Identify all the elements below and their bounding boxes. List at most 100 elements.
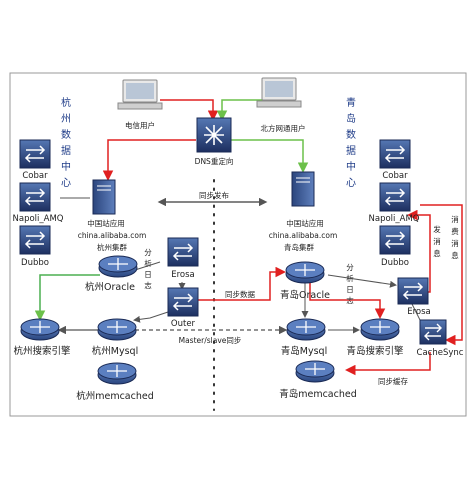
- sync-data-label: 同步数据: [225, 289, 255, 299]
- analysis-log-char: 志: [144, 280, 152, 290]
- line-hz-oracle-erosa: [134, 261, 161, 271]
- consume-message-char: 消: [451, 214, 459, 224]
- north-user-pc: [256, 77, 302, 108]
- qd-mysql-label: 青岛Mysql: [281, 345, 327, 357]
- hz-site-app-label: 中国站应用: [87, 218, 125, 228]
- hz-analysis-log: 分 析 日 志: [144, 248, 152, 290]
- analysis-log-char: 分: [346, 263, 354, 272]
- send-message-char: 消: [433, 236, 441, 246]
- line-telecom-dns: [160, 99, 219, 121]
- telecom-user-pc: [117, 79, 163, 110]
- hz-search-router-icon: [20, 318, 60, 341]
- qd-title-char: 青: [346, 96, 356, 109]
- qd-dubbo-switch-icon: [379, 225, 411, 255]
- qd-cluster-label: 青岛集群: [284, 242, 314, 252]
- qd-memcached-label: 青岛memcached: [279, 388, 357, 400]
- diagram-frame: [9, 72, 467, 417]
- qd-title-char: 岛: [346, 112, 356, 125]
- connection-lines: [34, 99, 463, 411]
- hz-memcached-router-icon: [97, 362, 137, 385]
- hz-mysql-label: 杭州Mysql: [92, 345, 138, 357]
- erosa-right-label: Erosa: [407, 307, 431, 317]
- qd-oracle-label: 青岛Oracle: [280, 289, 330, 301]
- analysis-log-char: 分: [144, 248, 152, 257]
- north-user-label: 北方网通用户: [261, 123, 306, 133]
- send-message-char: 息: [433, 248, 441, 258]
- hz-memcached-label: 杭州memcached: [76, 390, 154, 402]
- hz-title-char: 心: [61, 177, 71, 189]
- qd-cobar-switch-icon: [379, 139, 411, 169]
- qingdao-title: 青 岛 数 据 中 心: [346, 96, 356, 189]
- hz-cluster-label: 杭州集群: [97, 242, 127, 252]
- qd-memcached-router-icon: [295, 360, 335, 383]
- line-north-dns: [216, 99, 268, 121]
- line-qdoracle-search: [309, 282, 386, 319]
- analysis-log-char: 日: [144, 270, 152, 279]
- qd-site-app-label: 中国站应用: [286, 218, 324, 228]
- hz-title-char: 据: [61, 144, 71, 157]
- hz-title-char: 州: [61, 113, 71, 125]
- hz-erosa-switch-icon: [167, 237, 199, 267]
- outer-label: Outer: [171, 319, 196, 329]
- qd-site-domain-label: china.alibaba.com: [269, 231, 338, 240]
- line-dns-hz: [102, 139, 196, 181]
- hz-napoli-label: Napoli_AMQ: [13, 214, 64, 224]
- hz-oracle-label: 杭州Oracle: [85, 281, 135, 293]
- qd-app-server-icon: [291, 171, 315, 207]
- qd-analysis-log: 分 析 日 志: [346, 263, 354, 305]
- line-qdoracle-erosa: [327, 274, 397, 288]
- qd-erosa-switch-icon: [397, 277, 429, 305]
- qd-title-char: 中: [346, 160, 356, 173]
- erosa-left-label: Erosa: [171, 270, 195, 280]
- hz-app-server-icon: [92, 179, 116, 215]
- hz-title-char: 数: [61, 128, 71, 141]
- hz-title-char: 中: [61, 160, 71, 173]
- analysis-log-char: 析: [346, 273, 354, 283]
- qd-title-char: 据: [346, 144, 356, 157]
- hz-cobar-switch-icon: [19, 139, 51, 169]
- sync-cache-label: 同步缓存: [378, 376, 408, 386]
- line-dns-qd: [230, 139, 309, 173]
- qd-title-char: 心: [346, 177, 356, 189]
- hz-napoli-switch-icon: [19, 182, 51, 212]
- dns-label: DNS重定向: [195, 156, 234, 166]
- send-message-label: 发 消 息: [433, 224, 441, 258]
- consume-message-char: 息: [451, 250, 459, 260]
- consume-message-char: 消: [451, 238, 459, 248]
- hangzhou-title: 杭 州 数 据 中 心: [61, 96, 71, 189]
- hz-title-char: 杭: [61, 96, 71, 109]
- line-outer-hzmysql: [133, 311, 169, 323]
- hz-dubbo-label: Dubbo: [21, 258, 49, 268]
- qd-search-label: 青岛搜索引擎: [346, 345, 404, 357]
- analysis-log-char: 析: [144, 258, 152, 268]
- dns-router-icon: [196, 117, 232, 153]
- line-outer-qdoracle: [198, 266, 286, 301]
- outer-switch-icon: [167, 287, 199, 317]
- consume-message-label: 消 费 消 息: [451, 214, 459, 260]
- hz-cobar-label: Cobar: [22, 171, 48, 181]
- hz-site-domain-label: china.alibaba.com: [78, 231, 147, 240]
- analysis-log-char: 志: [346, 295, 354, 305]
- qd-napoli-label: Napoli_AMQ: [369, 214, 420, 224]
- telecom-user-label: 电信用户: [125, 120, 155, 130]
- qd-search-router-icon: [360, 318, 400, 341]
- qd-dubbo-label: Dubbo: [381, 258, 409, 268]
- line-cachesync-memcached: [345, 352, 431, 376]
- master-slave-label: Master/slave同步: [179, 336, 242, 345]
- line-hz-oracle-search: [34, 274, 100, 321]
- sync-publish-label: 同步发布: [199, 190, 229, 200]
- line-napoli-cachesync: [420, 204, 463, 346]
- cachesync-switch-icon: [419, 319, 447, 345]
- qd-mysql-router-icon: [286, 318, 326, 341]
- qd-cobar-label: Cobar: [382, 171, 408, 181]
- analysis-log-char: 日: [346, 285, 354, 294]
- consume-message-char: 费: [451, 226, 459, 236]
- hz-oracle-router-icon: [98, 255, 138, 278]
- qd-title-char: 数: [346, 128, 356, 141]
- cachesync-label: CacheSync: [417, 348, 464, 358]
- qd-oracle-router-icon: [285, 261, 325, 284]
- hz-dubbo-switch-icon: [19, 225, 51, 255]
- hz-search-label: 杭州搜索引擎: [13, 345, 71, 357]
